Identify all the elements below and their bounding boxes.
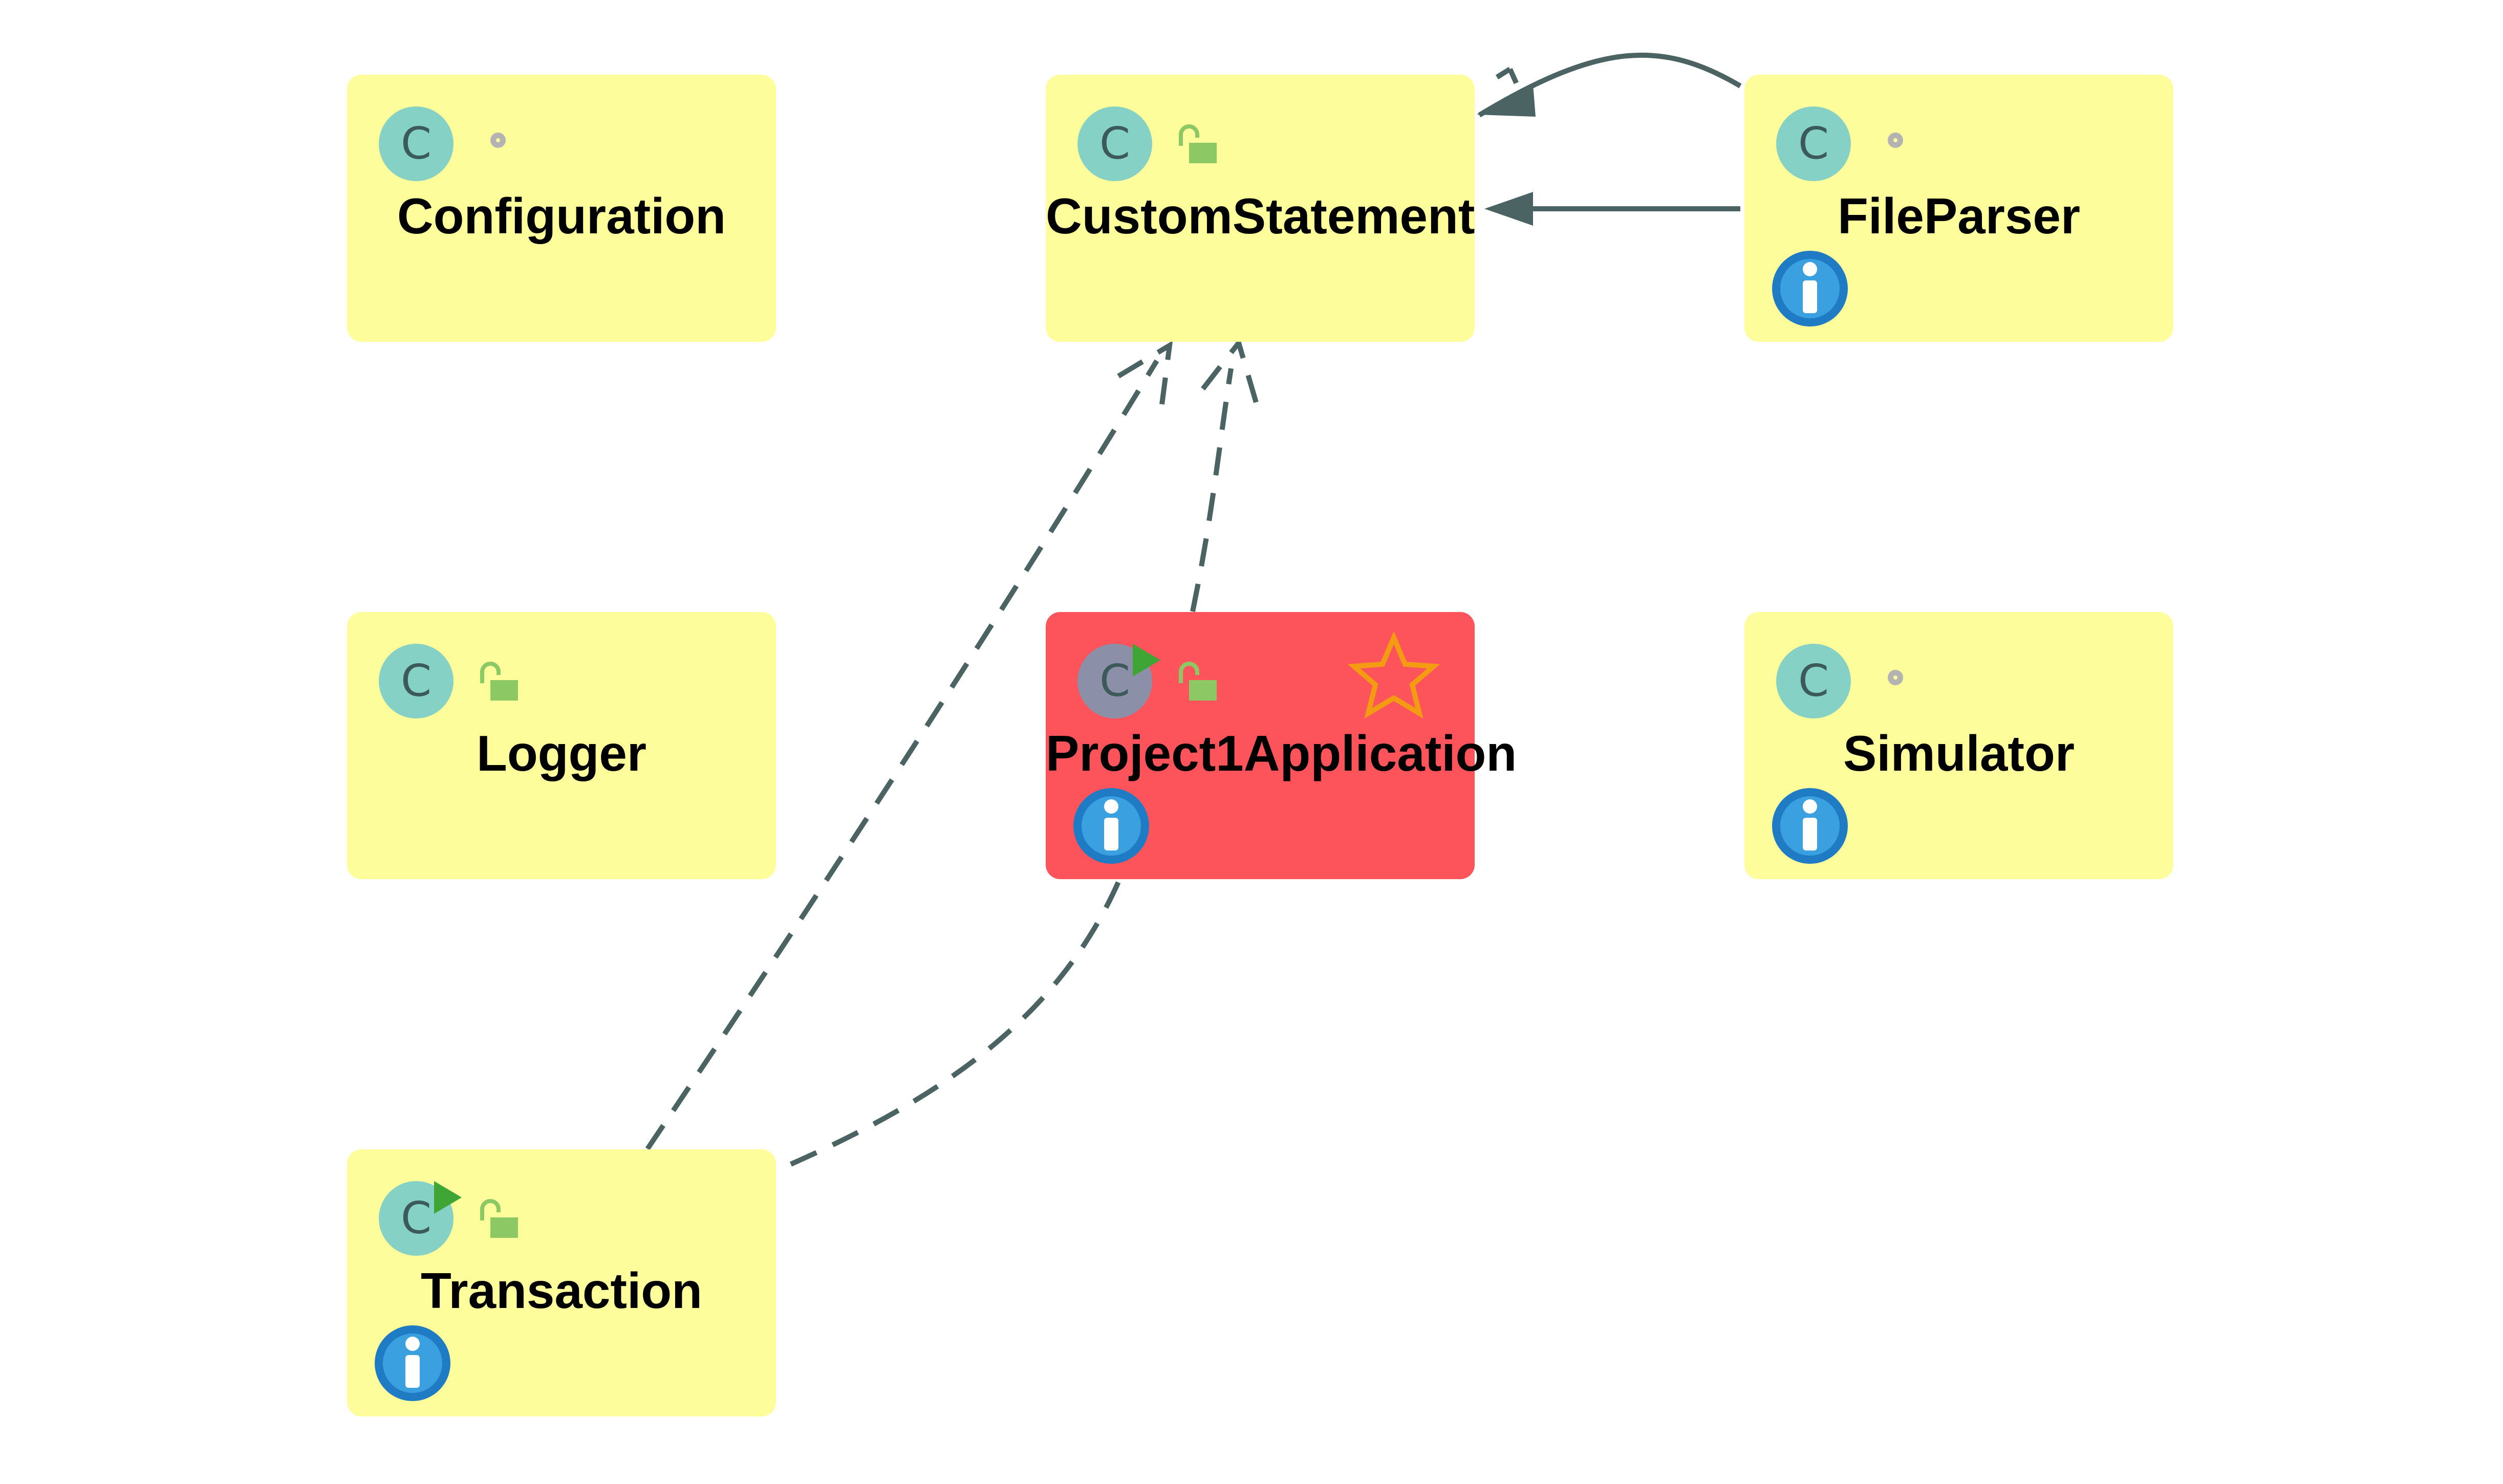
info-icon[interactable] xyxy=(1770,786,1850,866)
node-title: CustomStatement xyxy=(1046,188,1475,244)
node-title: Transaction xyxy=(420,1262,703,1319)
class-c-icon: C xyxy=(379,106,454,181)
node-project1-application[interactable]: C Project1Application xyxy=(1046,612,1517,879)
info-icon[interactable] xyxy=(1770,249,1850,329)
class-c-icon: C xyxy=(1776,644,1851,718)
node-title: FileParser xyxy=(1838,188,2080,244)
node-transaction[interactable]: C Transaction xyxy=(347,1149,776,1416)
class-c-icon: C xyxy=(1077,106,1152,181)
class-c-icon: C xyxy=(1776,106,1851,181)
edge-project1application-customstatement xyxy=(1190,368,1234,613)
class-c-icon: C xyxy=(379,644,454,718)
class-c-icon: C xyxy=(379,1181,462,1256)
edge-arrowhead-upper-ghost xyxy=(1488,67,1522,91)
run-arrow-icon xyxy=(434,1181,462,1214)
open-lock-icon xyxy=(480,1199,518,1238)
star-icon xyxy=(1348,632,1440,719)
node-simulator[interactable]: C Simulator xyxy=(1744,612,2173,879)
class-c-icon: C xyxy=(1077,644,1160,718)
edge-transaction-project1application xyxy=(789,869,1126,1167)
info-icon[interactable] xyxy=(373,1323,452,1403)
edge-arrowhead-dashed-right xyxy=(1201,337,1259,405)
package-visibility-icon xyxy=(1888,133,1903,148)
node-title: Project1Application xyxy=(1046,725,1517,781)
open-lock-icon xyxy=(1179,124,1217,163)
run-arrow-icon xyxy=(1133,644,1160,676)
edge-fileparser-customstatement-upper xyxy=(1478,52,1742,118)
edge-arrowhead-straight xyxy=(1484,192,1533,226)
edge-arrowhead-dashed-left xyxy=(1117,340,1173,405)
node-title: Configuration xyxy=(397,188,726,244)
package-visibility-icon xyxy=(1888,670,1903,685)
node-title: Simulator xyxy=(1843,725,2075,781)
node-configuration[interactable]: C Configuration xyxy=(347,75,776,342)
node-file-parser[interactable]: C FileParser xyxy=(1744,75,2173,342)
open-lock-icon xyxy=(1179,662,1217,701)
open-lock-icon xyxy=(480,662,518,701)
node-custom-statement[interactable]: C CustomStatement xyxy=(1046,75,1475,342)
package-visibility-icon xyxy=(490,133,506,148)
info-icon[interactable] xyxy=(1071,786,1151,866)
node-title: Logger xyxy=(476,725,647,781)
edge-arrowhead-upper xyxy=(1477,84,1536,117)
node-logger[interactable]: C Logger xyxy=(347,612,776,879)
